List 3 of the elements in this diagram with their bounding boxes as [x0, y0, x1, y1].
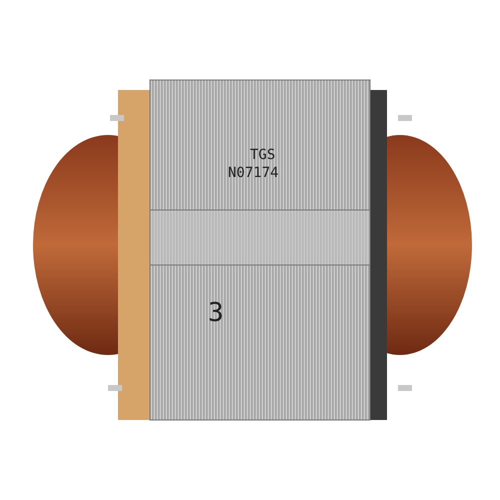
- serial-number: N07174: [228, 166, 279, 180]
- stamped-code: TGS: [250, 148, 276, 162]
- stamped-number: 3: [208, 300, 224, 326]
